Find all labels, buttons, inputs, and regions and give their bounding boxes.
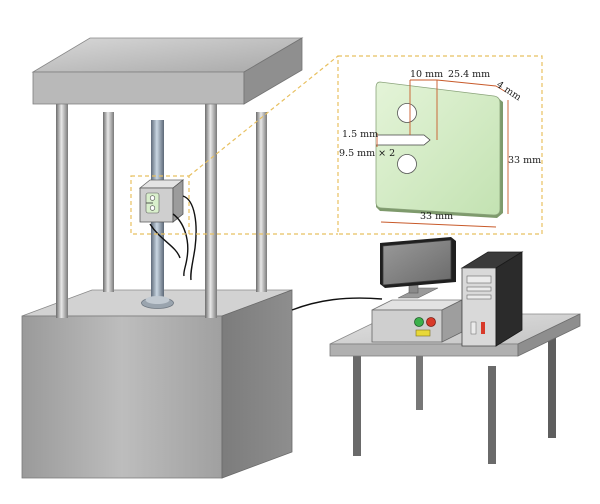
green-button (414, 317, 424, 327)
monitor (380, 237, 456, 299)
label-notch-height: 1.5 mm (342, 129, 378, 140)
testing-machine (21, 37, 304, 479)
label-hole-diameter: 9.5 mm × 2 (339, 148, 395, 159)
data-cable (291, 297, 383, 311)
display-indicator (415, 329, 431, 337)
specimen-detail-panel: 10 mm 25.4 mm 4 mm 1.5 mm 9.5 mm × 2 33 … (337, 55, 543, 235)
power-indicator (481, 322, 485, 334)
crosshead (31, 37, 304, 105)
notch (376, 134, 431, 146)
label-notch-width: 10 mm (410, 69, 443, 80)
sensor-cables (149, 195, 197, 281)
specimen-plate (375, 81, 503, 218)
table (329, 313, 581, 464)
computer-tower (460, 251, 524, 347)
zoom-source-frame (130, 175, 190, 235)
lower-hole (397, 154, 417, 174)
zoom-guide-lines (188, 55, 339, 235)
label-width: 33 mm (420, 211, 453, 222)
label-height: 33 mm (508, 155, 541, 166)
upper-hole (397, 103, 417, 123)
specimen-grip (138, 179, 185, 223)
pull-rod (141, 120, 174, 309)
machine-base (21, 289, 293, 479)
front-columns (56, 104, 217, 318)
rear-columns (103, 112, 267, 292)
label-half-length: 25.4 mm (448, 69, 490, 80)
workstation (329, 237, 581, 464)
controller-box (371, 299, 463, 343)
dimension-lines (376, 79, 509, 228)
red-button (426, 317, 436, 327)
